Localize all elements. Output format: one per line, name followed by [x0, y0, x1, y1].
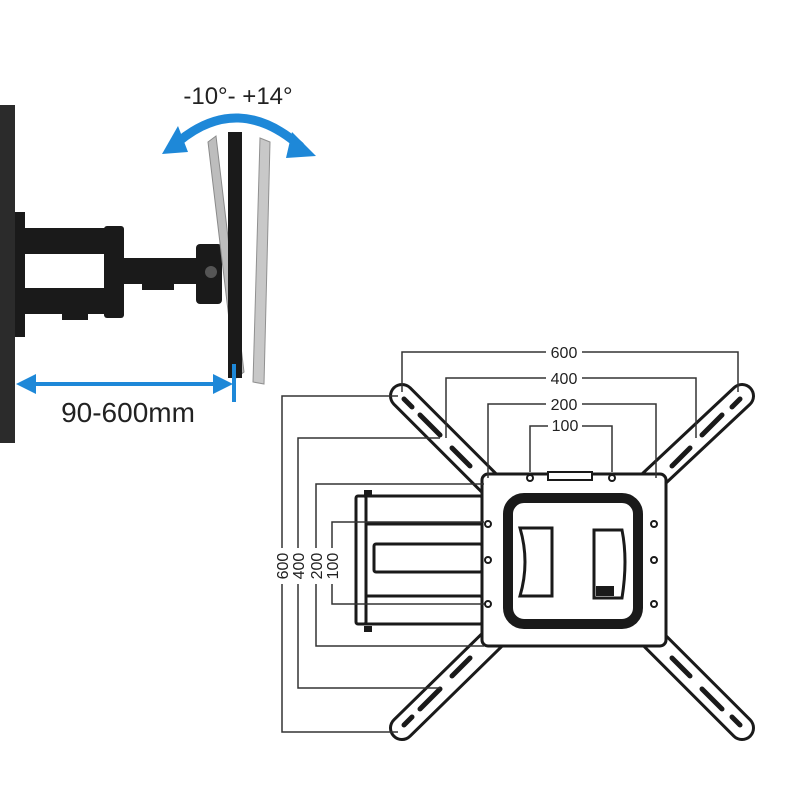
vertical-dimension-labels: 600 400 200 100 [274, 548, 342, 584]
dim-v-200-label: 200 [309, 553, 326, 580]
side-view: -10°- +14° 90-600mm [0, 83, 316, 443]
tilt-arrow [173, 113, 305, 151]
wall [0, 105, 15, 443]
dim-v-600-label: 600 [275, 553, 292, 580]
dim-h-200-label: 200 [551, 397, 578, 414]
dim-h-400-label: 400 [551, 371, 578, 388]
dim-v-400-label: 400 [291, 553, 308, 580]
arm-slots [401, 396, 743, 728]
extension-arrow-head-right [213, 374, 233, 394]
tilt-range-label: -10°- +14° [183, 83, 292, 110]
rear-arm-assembly [354, 494, 484, 626]
wall-plate [15, 212, 25, 337]
dim-h-600-label: 600 [551, 345, 578, 362]
plate-holes [484, 474, 658, 608]
bracket-left [517, 526, 554, 598]
upper-arm [20, 228, 118, 254]
dim-h-200 [487, 403, 657, 478]
mid-arm [118, 258, 208, 284]
arm-elbow [104, 226, 124, 318]
tv-panel-tilt-down [252, 137, 271, 385]
front-view: 600 400 200 100 600 400 200 100 [274, 342, 755, 741]
tv-panel [228, 132, 242, 378]
bracket-right [592, 528, 627, 600]
dim-h-100-label: 100 [552, 418, 579, 435]
tilt-arrow-head-left [162, 126, 188, 154]
extension-range-label: 90-600mm [61, 397, 195, 428]
dim-v-100-label: 100 [325, 553, 342, 580]
extension-arrow-head-left [16, 374, 36, 394]
horizontal-dimension-labels: 600 400 200 100 [546, 342, 582, 435]
lower-arm [20, 288, 120, 314]
tilt-arrow-head-right [286, 132, 316, 158]
